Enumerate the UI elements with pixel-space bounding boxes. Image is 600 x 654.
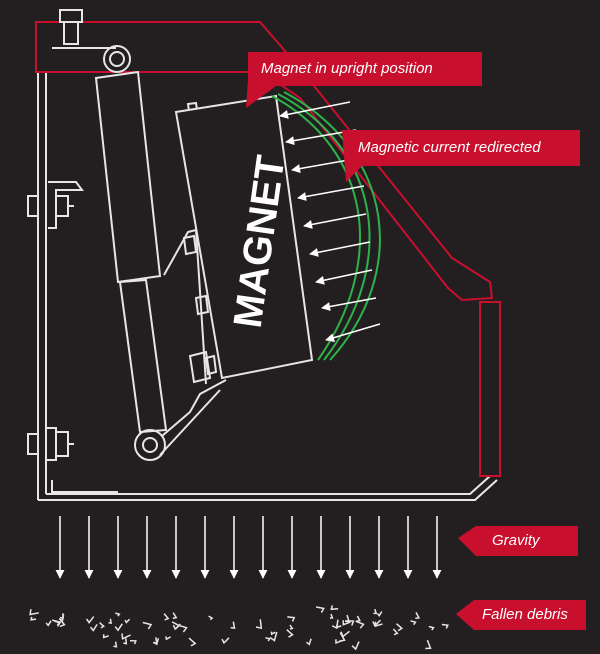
debris-fragment-icon <box>165 636 171 641</box>
label-upright: Magnet in upright position <box>261 60 433 77</box>
debris-fragment-icon <box>85 616 95 624</box>
magnet-block <box>174 94 314 380</box>
debris-fragment-icon <box>114 623 123 632</box>
debris-fragment-icon <box>108 618 113 624</box>
debris-fragment-icon <box>45 620 52 627</box>
mount-bolts <box>182 101 218 384</box>
field-arrow-icon <box>309 241 371 257</box>
debris-fragment-icon <box>305 638 312 646</box>
callout-debris <box>456 600 586 630</box>
field-arrow-icon <box>321 297 377 311</box>
fallen-debris <box>29 605 449 651</box>
debris-fragment-icon <box>342 620 351 626</box>
debris-fragment-icon <box>52 619 62 627</box>
debris-fragment-icon <box>270 631 276 636</box>
frame-bolt-upper <box>27 181 84 229</box>
debris-fragment-icon <box>425 639 432 650</box>
frame-bolt-lower <box>27 427 74 461</box>
debris-fragment-icon <box>340 630 350 638</box>
debris-fragment-icon <box>410 620 417 626</box>
debris-fragment-icon <box>355 620 365 629</box>
debris-fragment-icon <box>142 621 153 630</box>
debris-fragment-icon <box>115 612 121 617</box>
hydraulic-cylinder <box>94 70 227 461</box>
callout-redirected <box>342 130 580 182</box>
debris-fragment-icon <box>30 616 37 621</box>
debris-fragment-icon <box>123 638 128 645</box>
debris-fragment-icon <box>89 624 98 632</box>
debris-fragment-icon <box>221 637 230 645</box>
label-gravity: Gravity <box>492 532 540 549</box>
field-arrow-icon <box>315 269 373 285</box>
debris-fragment-icon <box>289 624 294 630</box>
debris-fragment-icon <box>121 633 131 640</box>
debris-fragment-icon <box>129 639 137 645</box>
debris-fragment-icon <box>29 609 39 616</box>
debris-fragment-icon <box>392 628 399 636</box>
debris-fragment-icon <box>188 637 197 647</box>
debris-fragment-icon <box>265 636 271 642</box>
debris-fragment-icon <box>336 624 342 629</box>
debris-fragment-icon <box>113 641 118 648</box>
debris-fragment-icon <box>99 622 105 629</box>
debris-fragment-icon <box>124 618 131 624</box>
debris-fragment-icon <box>153 637 160 646</box>
field-arrow-icon <box>325 323 381 343</box>
debris-fragment-icon <box>315 606 325 613</box>
callout-upright <box>246 52 482 108</box>
callout-gravity <box>458 526 578 556</box>
debris-fragment-icon <box>172 612 178 620</box>
hinge-circle <box>103 45 131 73</box>
debris-fragment-icon <box>330 605 339 611</box>
debris-fragment-icon <box>177 624 188 633</box>
field-arrow-icon <box>297 185 365 201</box>
debris-fragment-icon <box>102 634 110 639</box>
debris-fragment-icon <box>286 629 294 638</box>
debris-fragment-icon <box>428 625 435 631</box>
debris-fragment-icon <box>351 641 360 651</box>
debris-fragment-icon <box>329 613 334 619</box>
debris-fragment-icon <box>208 615 214 621</box>
bolt-icon <box>52 9 116 49</box>
debris-fragment-icon <box>269 631 278 642</box>
debris-fragment-icon <box>415 612 421 620</box>
debris-fragment-icon <box>441 623 449 629</box>
debris-fragment-icon <box>376 611 383 618</box>
debris-fragment-icon <box>372 619 382 627</box>
label-redirected: Magnetic current redirected <box>358 139 541 156</box>
field-arrow-icon <box>279 101 351 119</box>
magnetic-field-curves <box>271 91 381 361</box>
debris-fragment-icon <box>163 613 170 621</box>
gravity-arrows <box>55 516 442 579</box>
field-arrow-icon <box>303 213 367 229</box>
debris-fragment-icon <box>335 639 342 644</box>
debris-fragment-icon <box>344 614 350 623</box>
debris-fragment-icon <box>373 608 378 615</box>
debris-fragment-icon <box>255 619 263 630</box>
housing-frame <box>37 72 498 501</box>
debris-fragment-icon <box>287 616 296 622</box>
debris-fragment-icon <box>230 621 236 629</box>
label-debris: Fallen debris <box>482 606 568 623</box>
debris-fragment-icon <box>396 623 404 632</box>
debris-fragment-icon <box>58 614 65 622</box>
debris-fragment-icon <box>356 615 361 622</box>
